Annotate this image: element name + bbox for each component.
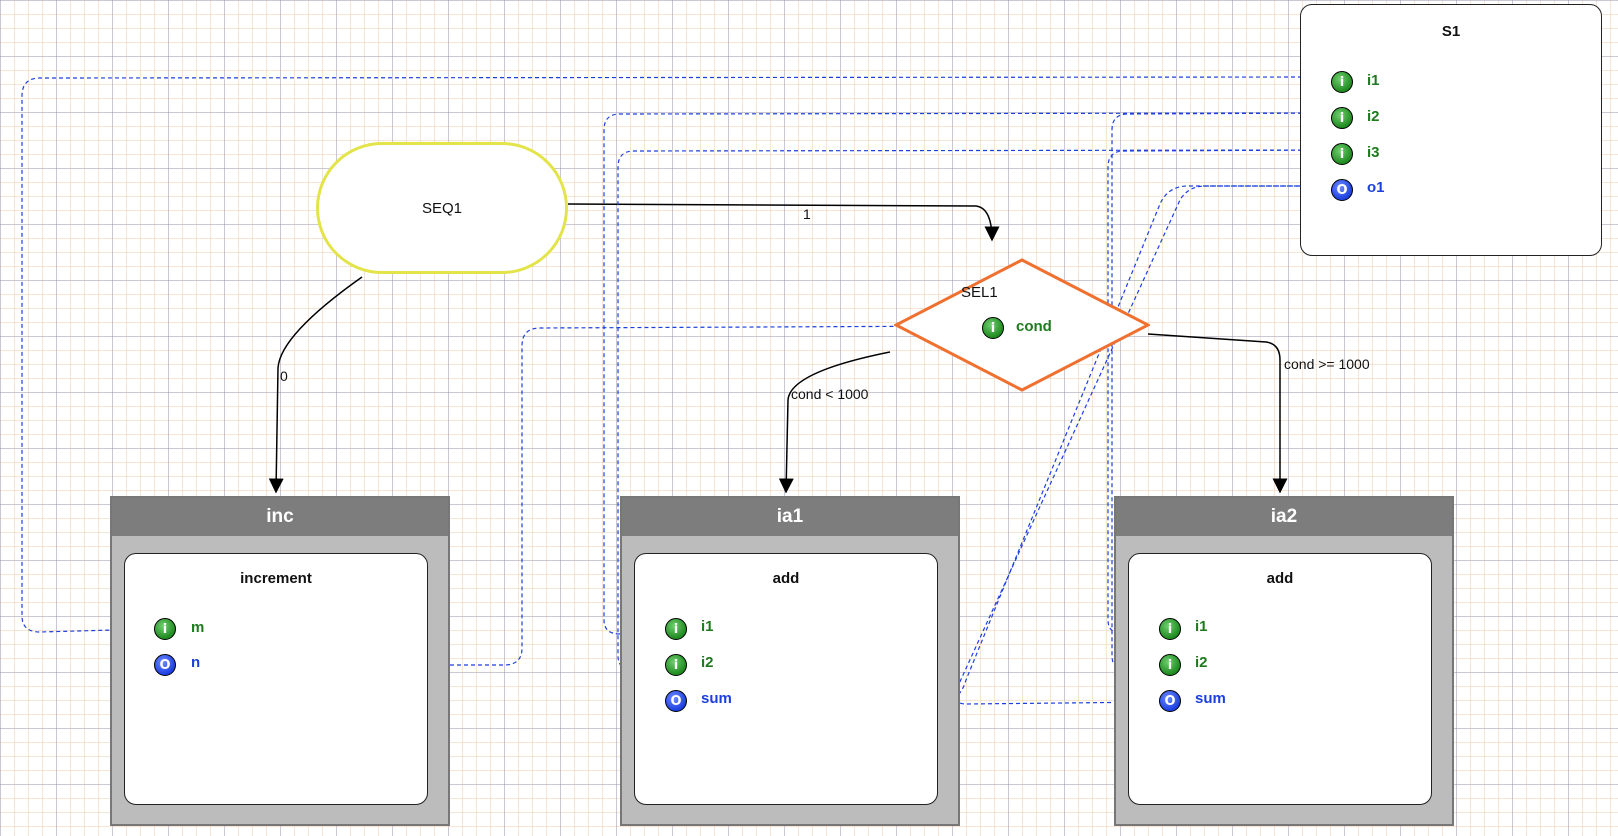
process-node-ia1[interactable]: ia1 add i i1 i i2 O sum bbox=[620, 496, 960, 826]
process-node-inc[interactable]: inc increment i m O n bbox=[110, 496, 450, 826]
sequence-node-seq1[interactable]: SEQ1 bbox=[316, 142, 568, 274]
input-port-icon[interactable]: i bbox=[1159, 618, 1181, 640]
selector-label: SEL1 bbox=[961, 284, 998, 301]
edge-seq1-to-inc[interactable] bbox=[268, 276, 363, 494]
output-port-icon[interactable]: O bbox=[1159, 690, 1181, 712]
process-header: ia1 bbox=[622, 498, 958, 536]
edge-seq1-to-sel1[interactable] bbox=[567, 203, 1000, 242]
input-port-icon[interactable]: i bbox=[1331, 143, 1353, 165]
output-port-icon[interactable]: O bbox=[1331, 179, 1353, 201]
output-port-icon[interactable]: O bbox=[665, 690, 687, 712]
port-label: i2 bbox=[1367, 108, 1380, 125]
process-title: add bbox=[772, 570, 800, 587]
selector-node-sel1[interactable] bbox=[894, 258, 1150, 392]
link-inc-n-to-sel1-cond[interactable] bbox=[310, 320, 980, 666]
edge-label-seq-to-inc: 0 bbox=[280, 368, 288, 384]
port-label: o1 bbox=[1367, 179, 1385, 196]
edge-label-seq-to-sel: 1 bbox=[803, 206, 811, 222]
process-body: increment i m O n bbox=[124, 553, 428, 805]
input-port-icon[interactable]: i bbox=[154, 618, 176, 640]
system-node-s1[interactable]: S1 i i1 i i2 i i3 O o1 bbox=[1300, 4, 1602, 256]
input-port-icon[interactable]: i bbox=[665, 618, 687, 640]
link-s1-i2-to-ia1-i1[interactable] bbox=[603, 112, 1331, 640]
input-port-icon[interactable]: i bbox=[1159, 654, 1181, 676]
input-port-icon[interactable]: i bbox=[982, 317, 1004, 339]
process-header: ia2 bbox=[1116, 498, 1452, 536]
edge-sel1-to-ia2[interactable] bbox=[1147, 333, 1288, 494]
node-label: SEQ1 bbox=[421, 199, 463, 217]
link-ia1-sum-to-s1-o1[interactable] bbox=[820, 180, 1328, 701]
link-s1-i1-to-inc-m[interactable] bbox=[21, 76, 1331, 636]
port-label: sum bbox=[1195, 690, 1226, 707]
process-node-ia2[interactable]: ia2 add i i1 i i2 O sum bbox=[1114, 496, 1454, 826]
link-ia2-sum-to-s1-o1[interactable] bbox=[954, 180, 1328, 705]
input-port-icon[interactable]: i bbox=[1331, 107, 1353, 129]
port-label: i3 bbox=[1367, 144, 1380, 161]
port-label: i2 bbox=[701, 654, 714, 671]
edge-label-sel-to-ia1: cond < 1000 bbox=[791, 386, 869, 402]
selector-diamond bbox=[894, 258, 1150, 392]
process-body: add i i1 i i2 O sum bbox=[1128, 553, 1432, 805]
input-port-icon[interactable]: i bbox=[1331, 71, 1353, 93]
port-label: i1 bbox=[1367, 72, 1380, 89]
edge-sel1-to-ia1[interactable] bbox=[778, 351, 891, 494]
port-label: i2 bbox=[1195, 654, 1208, 671]
port-label: m bbox=[191, 619, 205, 636]
port-label: n bbox=[191, 654, 201, 671]
input-port-icon[interactable]: i bbox=[665, 654, 687, 676]
process-title: increment bbox=[240, 570, 312, 587]
process-title: add bbox=[1266, 570, 1294, 587]
node-title: S1 bbox=[1441, 23, 1461, 40]
process-header: inc bbox=[112, 498, 448, 536]
port-label: i1 bbox=[701, 618, 714, 635]
edge-label-sel-to-ia2: cond >= 1000 bbox=[1284, 356, 1370, 372]
output-port-icon[interactable]: O bbox=[154, 654, 176, 676]
port-label: i1 bbox=[1195, 618, 1208, 635]
process-body: add i i1 i i2 O sum bbox=[634, 553, 938, 805]
port-label: sum bbox=[701, 690, 732, 707]
port-label: cond bbox=[1016, 318, 1052, 335]
